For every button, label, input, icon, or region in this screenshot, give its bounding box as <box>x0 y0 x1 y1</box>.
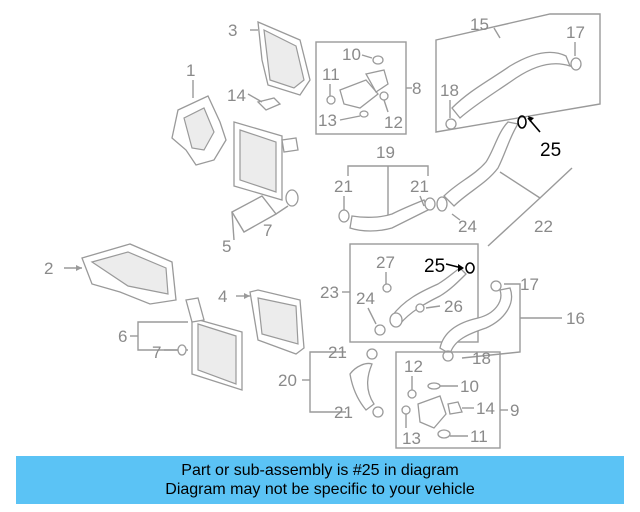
info-banner: Part or sub-assembly is #25 in diagram D… <box>16 456 624 504</box>
callout-18-lower: 18 <box>472 349 491 368</box>
part-2-duct: 2 <box>44 243 177 305</box>
callout-21-a: 21 <box>334 177 353 196</box>
callout-4: 4 <box>218 287 227 306</box>
callout-10-lower: 10 <box>460 377 479 396</box>
callout-24-upper: 24 <box>458 217 477 236</box>
callout-18-upper: 18 <box>440 81 459 100</box>
callout-13-upper: 13 <box>318 111 337 130</box>
callout-3: 3 <box>228 21 237 40</box>
part-intercooler-lower: 6 7 <box>118 297 243 391</box>
callout-11-lower: 11 <box>470 427 488 446</box>
callout-2: 2 <box>44 259 53 278</box>
callout-21-b: 21 <box>410 177 429 196</box>
callout-7-lower: 7 <box>152 343 161 362</box>
callout-21-c: 21 <box>328 343 347 362</box>
callout-22: 22 <box>534 217 553 236</box>
group-9-box: 9 12 10 14 13 11 <box>395 351 519 449</box>
banner-line-part: Part or sub-assembly is #25 in diagram <box>181 462 459 479</box>
callout-19: 19 <box>376 143 395 162</box>
group-8-box: 8 10 11 13 12 <box>315 41 421 135</box>
callout-21-d: 21 <box>334 403 353 422</box>
callout-8: 8 <box>412 79 421 98</box>
callout-11-upper: 11 <box>322 65 340 84</box>
part-1-air-guide: 1 <box>171 61 227 166</box>
part-25-gasket-upper <box>517 115 527 129</box>
part-4-shroud-lower: 4 <box>218 287 305 355</box>
callout-26: 26 <box>444 297 463 316</box>
part-14-bracket-upper: 14 <box>227 86 282 111</box>
callout-13-lower: 13 <box>402 429 421 448</box>
callout-20: 20 <box>278 371 297 390</box>
part-intercooler-upper: 5 7 <box>222 121 299 256</box>
part-20-hose: 20 21 21 <box>278 343 384 422</box>
group-23-box: 23 27 24 26 25 <box>320 243 479 343</box>
callout-9: 9 <box>510 401 519 420</box>
callout-7-upper: 7 <box>263 221 272 240</box>
callout-14-lower: 14 <box>476 399 495 418</box>
callout-1: 1 <box>186 61 195 80</box>
callout-12-lower: 12 <box>404 357 423 376</box>
callout-23: 23 <box>320 283 339 302</box>
group-15-box: 15 17 18 <box>435 13 601 133</box>
part-3-shroud: 3 <box>228 20 311 96</box>
callout-10-upper: 10 <box>342 45 361 64</box>
callout-17-upper: 17 <box>566 23 585 42</box>
banner-line-disclaimer: Diagram may not be specific to your vehi… <box>165 481 475 498</box>
callout-14-upper: 14 <box>227 86 246 105</box>
part-16-pipe: 17 16 18 <box>439 275 585 368</box>
callout-27: 27 <box>376 253 395 272</box>
callout-5: 5 <box>222 237 231 256</box>
callout-17-lower: 17 <box>520 275 539 294</box>
callout-6: 6 <box>118 327 127 346</box>
parts-diagram: 3 1 14 5 7 8 10 11 13 <box>44 13 601 449</box>
callout-12-upper: 12 <box>384 113 403 132</box>
callout-16: 16 <box>566 309 585 328</box>
callout-24-lower: 24 <box>356 289 375 308</box>
part-25-gasket-lower <box>465 262 475 274</box>
callout-15: 15 <box>470 15 489 34</box>
part-19-hose: 19 21 21 <box>334 143 436 232</box>
callout-25-upper: 25 <box>540 140 561 161</box>
part-22-pipe: 25 22 24 <box>436 115 573 247</box>
callout-25-lower: 25 <box>424 256 445 277</box>
